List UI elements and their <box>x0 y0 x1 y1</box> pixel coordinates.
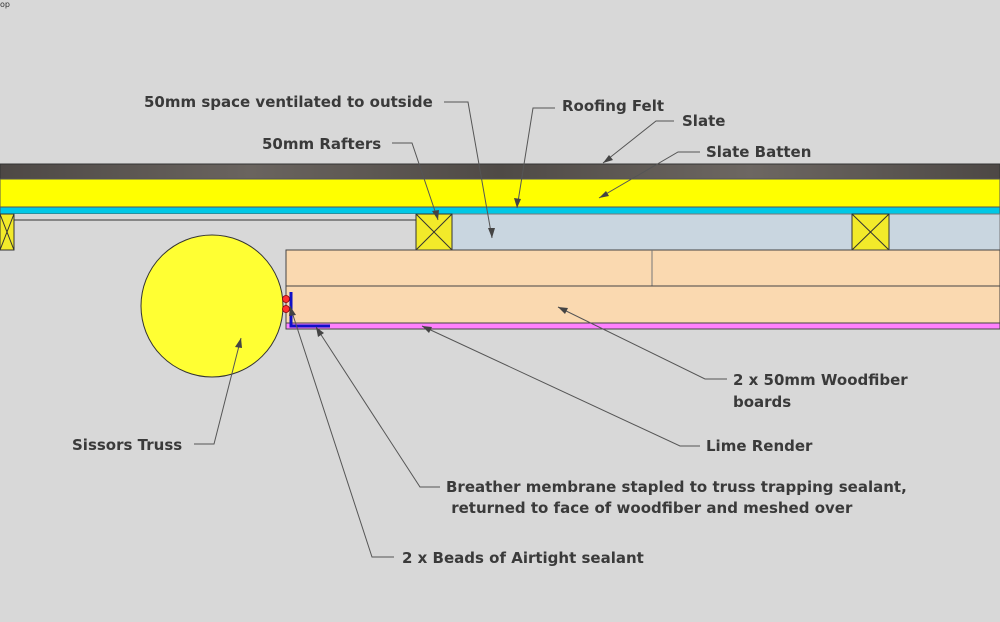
rafter-left-edge <box>0 213 15 251</box>
leader-slate <box>602 120 674 164</box>
left-ledge <box>13 214 417 221</box>
leader-slate-batten <box>598 151 700 199</box>
sealant-bead-lower <box>282 305 290 313</box>
leader-ventilated-space <box>444 101 495 239</box>
label-woodfiber-line2: boards <box>733 393 791 411</box>
scissors-truss <box>140 234 284 378</box>
label-breather-line1: Breather membrane stapled to truss trapp… <box>446 478 907 496</box>
label-airtight-sealant: 2 x Beads of Airtight sealant <box>402 549 644 567</box>
leader-airtight-sealant <box>289 305 394 558</box>
sealant-bead-upper <box>282 295 290 303</box>
label-slate: Slate <box>682 112 725 130</box>
label-roofing-felt: Roofing Felt <box>562 97 664 115</box>
label-lime-render: Lime Render <box>706 437 813 455</box>
leader-scissors-truss <box>194 337 242 445</box>
label-ventilated-space: 50mm space ventilated to outside <box>144 93 433 111</box>
slate-layer <box>0 163 1000 180</box>
leader-lime-render <box>421 325 700 447</box>
rafter-right <box>851 213 890 251</box>
leader-rafters <box>392 142 439 221</box>
leader-woodfiber <box>557 306 727 380</box>
label-breather-line2: returned to face of woodfiber and meshed… <box>446 499 853 517</box>
leader-roofing-felt <box>514 107 555 209</box>
corner-text: op <box>0 0 10 9</box>
rafter-middle <box>415 213 453 251</box>
ventilated-space-right <box>888 213 1000 251</box>
slate-batten-layer <box>0 178 1000 208</box>
ventilated-space <box>451 213 853 251</box>
label-slate-batten: Slate Batten <box>706 143 811 161</box>
lime-render-layer <box>285 322 1000 330</box>
breather-membrane <box>289 292 330 328</box>
woodfiber-board-top <box>285 249 1000 287</box>
label-rafters: 50mm Rafters <box>262 135 381 153</box>
label-woodfiber-line1: 2 x 50mm Woodfiber <box>733 371 908 389</box>
label-scissors-truss: Sissors Truss <box>72 436 182 454</box>
woodfiber-board-bottom <box>285 285 1000 324</box>
leader-breather-membrane <box>315 326 440 488</box>
roofing-felt-layer <box>0 206 1000 215</box>
